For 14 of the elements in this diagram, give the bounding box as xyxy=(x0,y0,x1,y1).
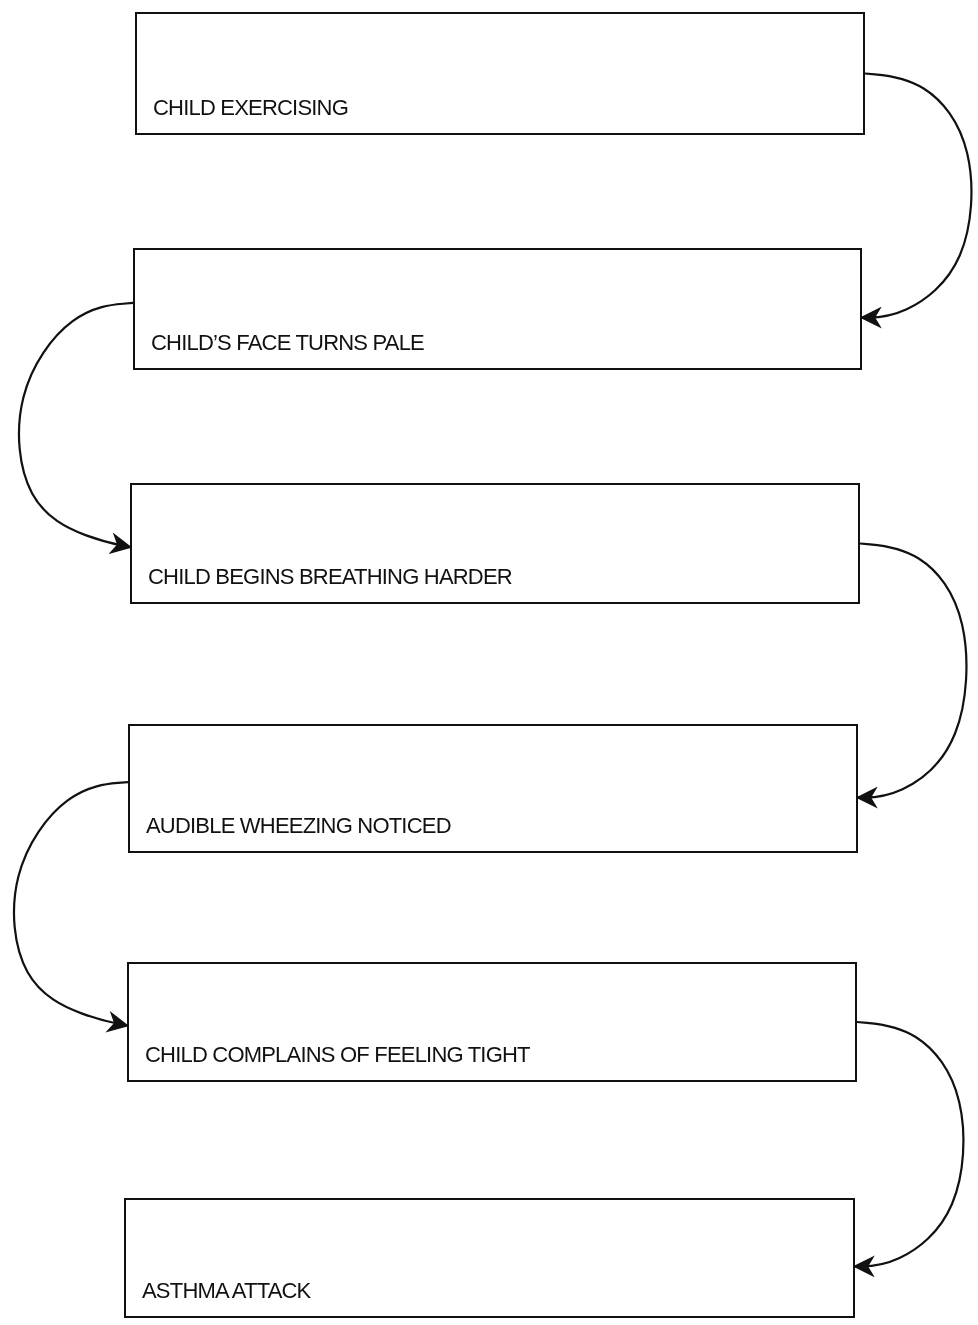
process-box xyxy=(124,1198,855,1318)
process-box xyxy=(135,12,865,135)
step-label: ASTHMA ATTACK xyxy=(142,1278,311,1304)
process-box xyxy=(127,962,857,1082)
curved-arrow xyxy=(17,301,134,555)
step-label: CHILD BEGINS BREATHING HARDER xyxy=(148,564,512,590)
process-box xyxy=(130,483,860,604)
process-box xyxy=(128,724,858,853)
step-label: CHILD EXERCISING xyxy=(153,95,349,121)
step-label: CHILD’S FACE TURNS PALE xyxy=(151,330,424,356)
curved-arrow xyxy=(12,780,130,1033)
step-label: CHILD COMPLAINS OF FEELING TIGHT xyxy=(145,1042,530,1068)
step-label: AUDIBLE WHEEZING NOTICED xyxy=(146,813,451,839)
process-box xyxy=(133,248,862,370)
